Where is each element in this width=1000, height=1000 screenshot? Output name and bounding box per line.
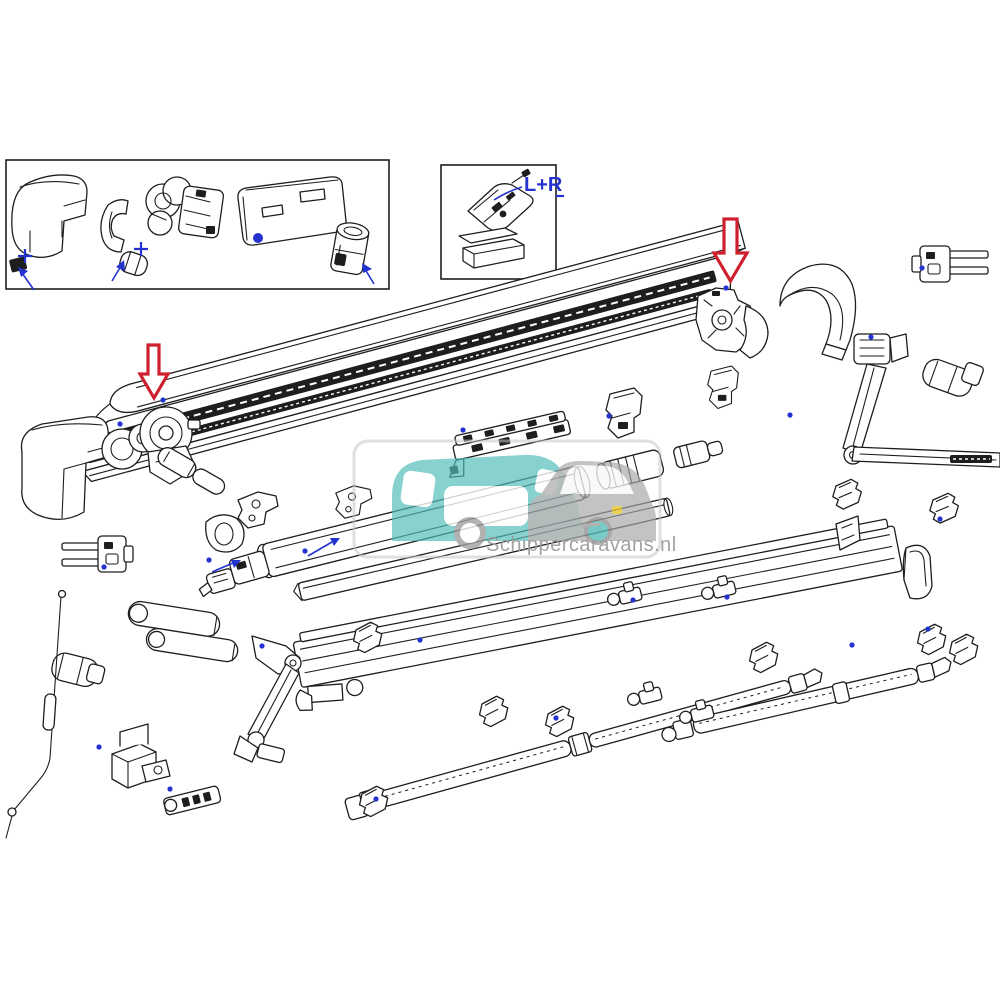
l-plus-r-label: L+R <box>524 174 563 196</box>
arm-sleeve-right <box>922 358 984 397</box>
red-arrow-right <box>711 217 750 285</box>
end-cap-right <box>779 263 857 361</box>
plus-mark-2 <box>134 242 148 256</box>
tube-adapter <box>673 440 724 469</box>
link-arm-left <box>157 447 226 495</box>
clamp <box>700 575 737 600</box>
caravan-wheel <box>454 517 486 549</box>
crank-rod <box>5 589 67 839</box>
watermark-border <box>352 439 662 559</box>
motor-unit <box>198 550 270 598</box>
clip <box>929 492 960 524</box>
clip <box>352 621 383 654</box>
arm-sleeve-left <box>51 652 106 688</box>
clip <box>832 478 863 510</box>
plus-mark-1 <box>18 249 32 263</box>
wall-switch-left <box>61 535 134 573</box>
rafter-tube-a <box>344 668 823 821</box>
clip <box>916 623 947 656</box>
clip <box>358 785 389 818</box>
mid-bracket-a <box>605 387 643 439</box>
lead-rail <box>292 518 903 712</box>
end-cap-left <box>20 416 111 520</box>
blue-arrow-tube-1 <box>211 560 241 573</box>
corner-bracket <box>835 515 861 551</box>
car-window <box>560 465 634 494</box>
blue-arrow-roller <box>111 260 125 282</box>
spring-arm-left <box>127 600 302 764</box>
clip <box>948 633 979 666</box>
foot-bracket <box>111 723 171 789</box>
roller-part <box>119 251 149 277</box>
bracket-lr-part <box>467 168 534 232</box>
watermark-text: Schippercaravans.nl <box>486 534 677 556</box>
blue-arrow-chip <box>18 267 35 291</box>
clamp <box>626 681 663 706</box>
blue-arrow-cap <box>362 263 375 285</box>
chip-part <box>9 256 28 273</box>
slotted-plate <box>163 785 222 816</box>
car-blinker <box>612 506 622 514</box>
cassette-case <box>73 220 746 483</box>
blue-arrow-tube-2 <box>307 538 340 557</box>
mid-bracket-b <box>707 365 739 410</box>
caravan-window-front <box>400 470 436 508</box>
clip <box>748 641 779 674</box>
round-cap-part <box>330 222 370 276</box>
hitch-bar <box>581 522 601 528</box>
l-plus-r-leader <box>493 186 523 201</box>
wall-switch-right <box>911 245 989 283</box>
spring-arm-right <box>842 333 1000 468</box>
support-bracket-a <box>237 491 279 529</box>
clamp <box>678 699 715 724</box>
inset-box-accessories <box>5 159 390 291</box>
cup-fitting <box>205 514 245 553</box>
gear-end-bracket-right <box>695 287 769 359</box>
watermark: Schippercaravans.nl <box>352 439 677 559</box>
blue-markers <box>96 265 943 802</box>
red-arrow-left <box>137 343 171 402</box>
control-box <box>237 176 347 246</box>
block-part <box>462 238 525 269</box>
motor-assembly <box>145 176 225 239</box>
bracket-part <box>100 199 129 253</box>
clip <box>544 705 575 738</box>
clip <box>478 695 509 728</box>
inset-box-mounting-bracket: L+R <box>440 164 564 280</box>
plate-part <box>458 227 518 244</box>
caravan-window-mid <box>444 486 528 526</box>
lead-rail-end-cap <box>902 544 933 600</box>
clamp <box>606 581 643 606</box>
